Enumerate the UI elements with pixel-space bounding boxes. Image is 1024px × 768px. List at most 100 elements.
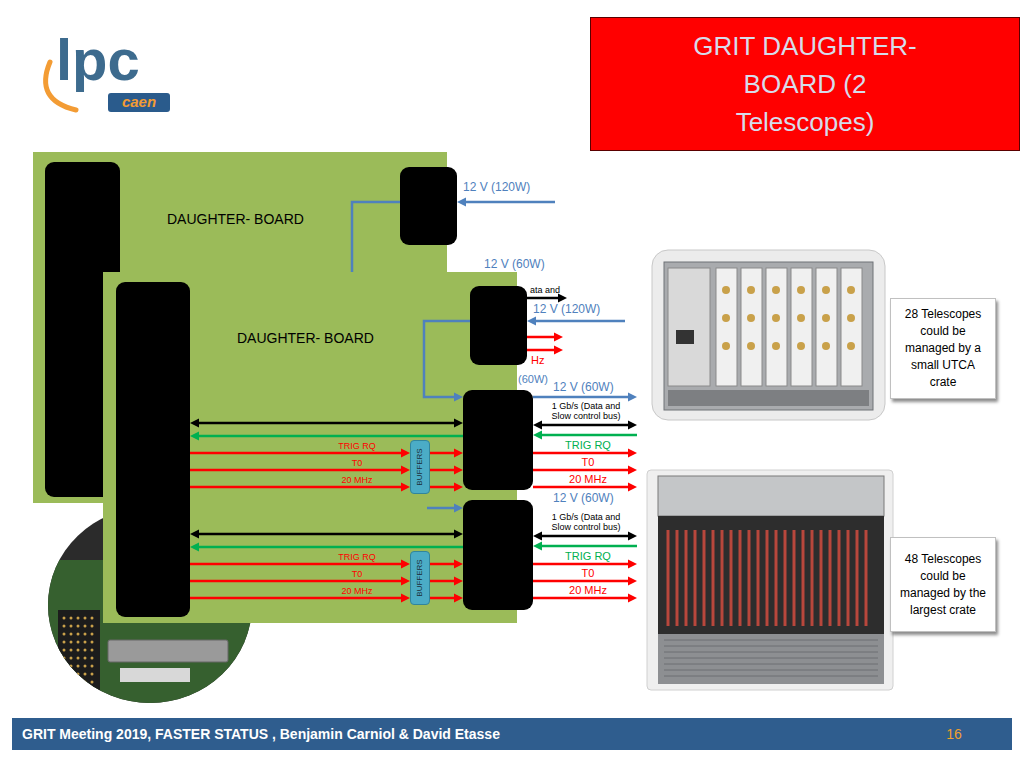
label-anchor: 12 V (60W) xyxy=(553,380,614,394)
card-edge xyxy=(838,530,841,626)
connector xyxy=(58,610,100,700)
label-anchor: (60W) xyxy=(518,373,548,385)
connector-pin xyxy=(70,617,73,620)
connector-pin xyxy=(63,673,66,676)
connector-pin xyxy=(91,681,94,684)
signal-label: TRIG RQ xyxy=(553,551,623,562)
data-bus-arrow-head xyxy=(628,532,637,541)
card-edge xyxy=(721,530,724,626)
label-anchor: 1 Gb/s (Data and Slow control bus) xyxy=(545,512,627,532)
signal-label: 20 MHz xyxy=(553,585,623,596)
power-wire xyxy=(424,321,470,397)
label-anchor: 12 V (120W) xyxy=(533,302,600,316)
logo-text: lpc xyxy=(56,30,140,90)
bus-label: 1 Gb/s (Data and Slow control bus) xyxy=(545,512,627,532)
connector-pin xyxy=(77,649,80,652)
daughter-board: DAUGHTER- BOARDBUFFERSBUFFERS xyxy=(103,272,517,623)
connector-pin xyxy=(77,633,80,636)
signal-arrow-head xyxy=(454,466,463,475)
utca-crate-photo xyxy=(652,250,885,420)
connector-pin xyxy=(63,641,66,644)
bus-label: ata and xyxy=(530,285,560,295)
power-wire-head xyxy=(454,393,463,402)
signal-arrow xyxy=(190,486,402,489)
lemo-connector xyxy=(722,286,730,294)
footer-bar xyxy=(12,718,1012,750)
signal-arrow-head xyxy=(401,560,410,569)
fan-grille xyxy=(664,676,878,677)
card-cage xyxy=(658,516,884,634)
label-anchor: 1 Gb/s (Data and Slow control bus) xyxy=(545,401,627,421)
signal-arrow-head xyxy=(628,594,637,603)
signal-arrow-head xyxy=(628,449,637,458)
signal-arrow-head xyxy=(628,483,637,492)
crate-module xyxy=(816,268,837,386)
signal-arrow-head xyxy=(454,560,463,569)
connector-pin xyxy=(91,633,94,636)
trigger-request-arrow-head xyxy=(533,431,542,440)
card-edge xyxy=(766,530,769,626)
signal-arrow xyxy=(533,469,629,472)
signal-arrow-head xyxy=(628,577,637,586)
card-edge xyxy=(712,530,715,626)
connector-pin xyxy=(63,625,66,628)
component xyxy=(120,668,190,682)
signal-arrow-head xyxy=(454,449,463,458)
signal-label: TRIG RQ xyxy=(553,440,623,451)
connector-pin xyxy=(77,657,80,660)
connector-pin xyxy=(63,665,66,668)
power-arrow xyxy=(427,507,455,510)
signal-label: T0 xyxy=(332,459,382,468)
signal-label: T0 xyxy=(553,457,623,468)
label-anchor: TRIG RQ xyxy=(553,551,623,562)
label-anchor: 12 V (60W) xyxy=(553,491,614,505)
lemo-connector xyxy=(797,286,805,294)
connector-pin xyxy=(91,625,94,628)
label-anchor: 20 MHz xyxy=(332,476,382,485)
fan-tray xyxy=(668,390,869,406)
connector-pin xyxy=(70,665,73,668)
lemo-connector xyxy=(847,286,855,294)
crate-module xyxy=(791,268,812,386)
connector-pin xyxy=(91,673,94,676)
lemo-connector xyxy=(797,314,805,322)
fan-grille xyxy=(664,652,878,653)
signal-arrow-head xyxy=(628,560,637,569)
callout-box: 28 Telescopes could be managed by a smal… xyxy=(890,298,996,399)
trigger-request-arrow-head xyxy=(190,432,199,441)
connector-pin xyxy=(70,681,73,684)
buffers-label: BUFFERS xyxy=(416,448,424,485)
signal-arrow-head xyxy=(401,449,410,458)
connector-pin xyxy=(77,681,80,684)
data-bus-arrow-head xyxy=(190,530,199,539)
signal-arrow xyxy=(430,563,455,566)
buffers-box: BUFFERS xyxy=(410,440,430,494)
buffers-box: BUFFERS xyxy=(410,551,430,605)
data-bus-arrow-head xyxy=(533,532,542,541)
card-edge xyxy=(820,530,823,626)
page-number: 16 xyxy=(940,726,968,742)
connector-pin xyxy=(63,681,66,684)
lemo-connector xyxy=(772,286,780,294)
signal-arrow-head xyxy=(454,594,463,603)
fpga-block xyxy=(463,390,533,490)
card-edge xyxy=(802,530,805,626)
label-anchor: 16 xyxy=(940,726,968,742)
power-module xyxy=(668,268,710,386)
fan-grille xyxy=(664,670,878,671)
power-arrow xyxy=(535,320,625,323)
signal-arrow-head xyxy=(454,483,463,492)
lemo-connector xyxy=(847,342,855,350)
signal-arrow-head xyxy=(554,346,563,355)
signal-label: 20 MHz xyxy=(332,587,382,596)
fan-grille xyxy=(664,664,878,665)
lemo-connector xyxy=(847,314,855,322)
lemo-connector xyxy=(747,286,755,294)
card-edge xyxy=(856,530,859,626)
label-anchor: 12 V (60W) xyxy=(484,257,545,271)
data-bus-arrow-head xyxy=(190,419,199,428)
large-crate-photo xyxy=(647,470,893,690)
connector-pin xyxy=(84,641,87,644)
label-anchor: TRIG RQ xyxy=(332,442,382,451)
data-bus-arrow xyxy=(198,533,455,536)
